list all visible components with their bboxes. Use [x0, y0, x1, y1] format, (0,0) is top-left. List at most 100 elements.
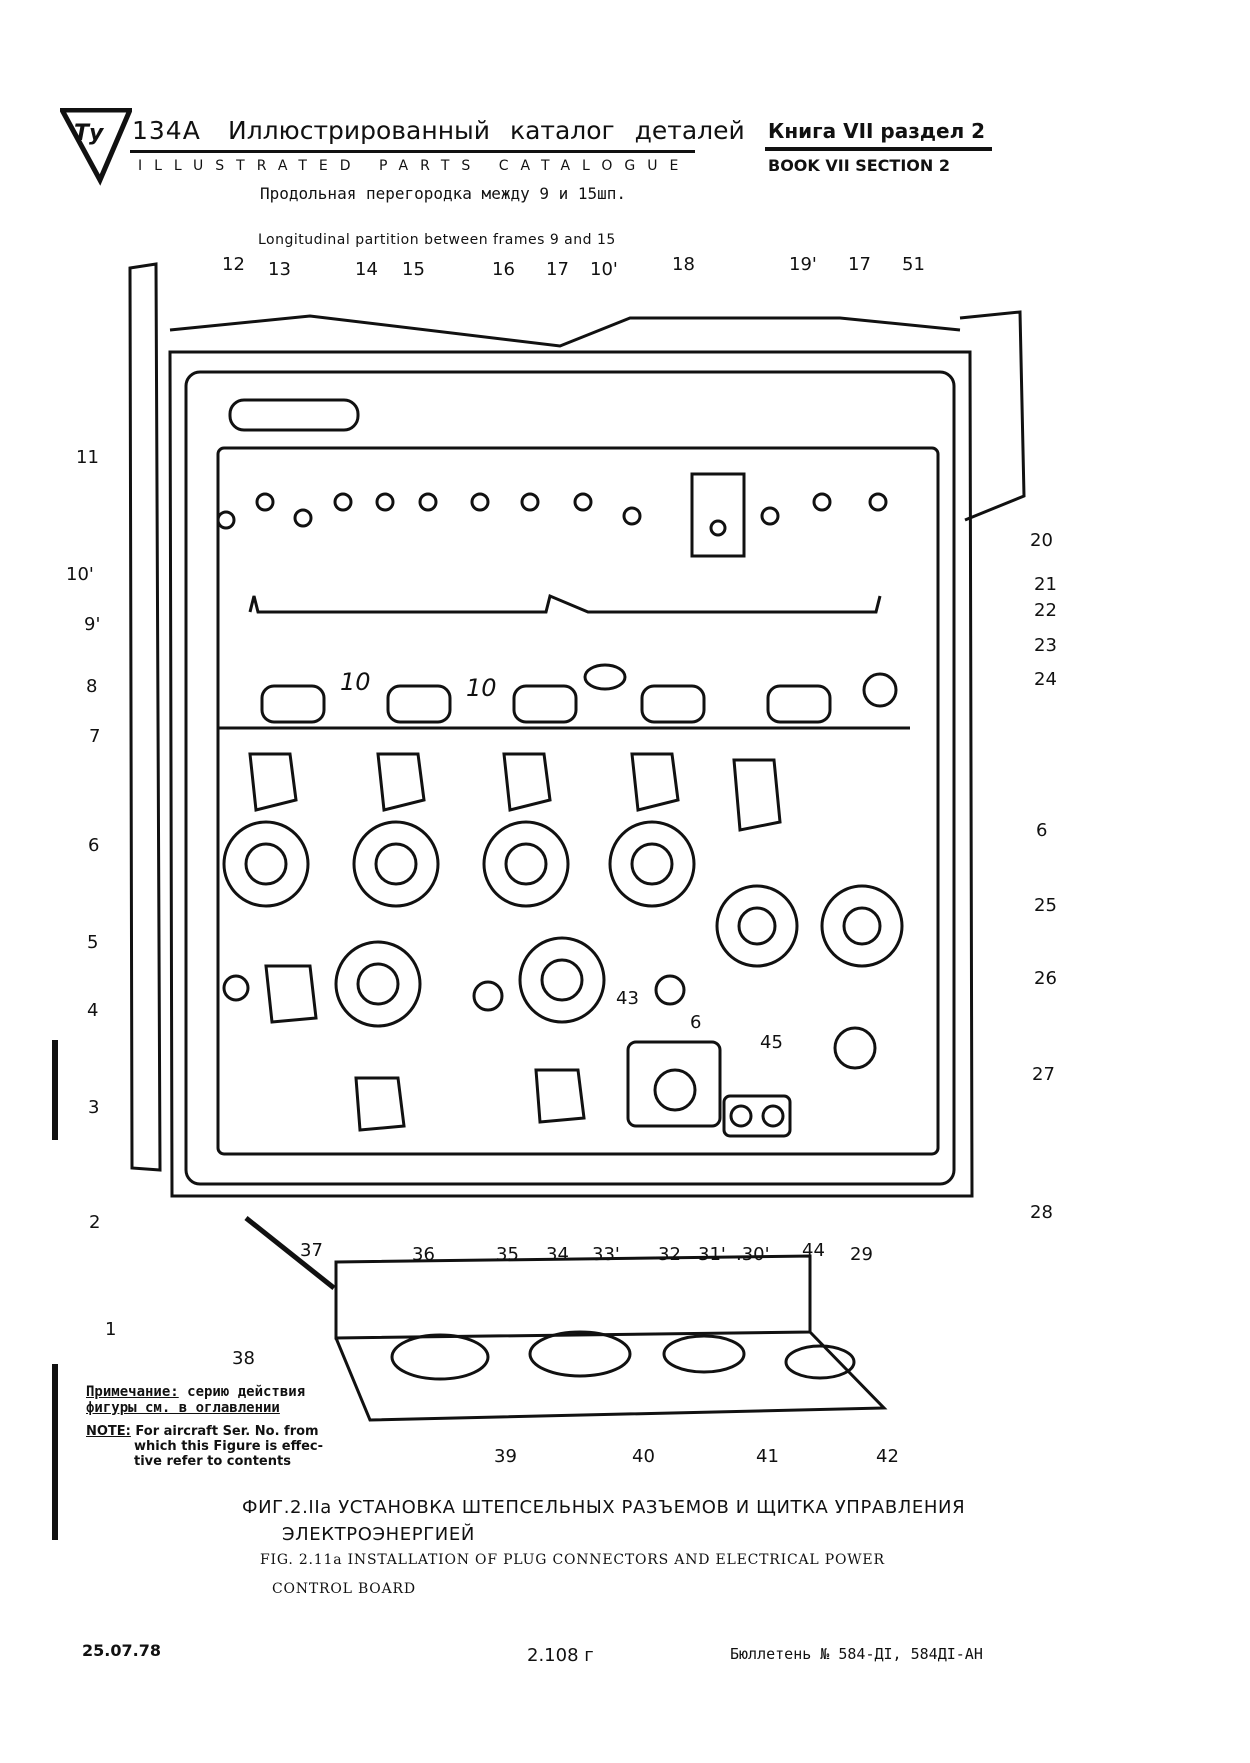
- callout: 27: [1032, 1064, 1055, 1085]
- callout: 21: [1034, 574, 1057, 595]
- callout: 10': [66, 564, 94, 585]
- callout: 6: [88, 835, 99, 856]
- callout: 29: [850, 1244, 873, 1265]
- callout: 23: [1034, 635, 1057, 656]
- callout: 10: [340, 668, 371, 696]
- callout: 6: [690, 1012, 701, 1033]
- book-section-en: BOOK VII SECTION 2: [768, 156, 950, 175]
- book-rule: [765, 147, 992, 151]
- callout: 37: [300, 1240, 323, 1261]
- caption-ru-line1: ФИГ.2.IIа УСТАНОВКА ШТЕПСЕЛЬНЫХ РАЗЪЕМОВ…: [242, 1497, 966, 1518]
- callout: 6: [1036, 820, 1047, 841]
- bulletin-reference: Бюллетень № 584-ДI, 584ДI-АН: [730, 1645, 983, 1663]
- callout: 38: [232, 1348, 255, 1369]
- blank-22: [583, 663, 627, 691]
- callout: 8: [86, 676, 97, 697]
- callout: 32: [658, 1244, 681, 1265]
- note-ru-line1: серию действия: [178, 1384, 306, 1400]
- page-number: 2.108 г: [527, 1645, 594, 1666]
- rotary-switch-box: [626, 1040, 722, 1128]
- panel-frame: [184, 370, 956, 1186]
- revision-date: 25.07.78: [82, 1641, 161, 1660]
- partition-post: [128, 262, 162, 1172]
- callout: 22: [1034, 600, 1057, 621]
- subtitle-en: Longitudinal partition between frames 9 …: [258, 232, 616, 248]
- note-en-line2: which this Figure is effec-: [134, 1439, 324, 1454]
- toggle-switches: [216, 492, 888, 530]
- catalog-title-ru: Иллюстрированный каталог деталей: [228, 116, 745, 145]
- callout: 1: [105, 1319, 116, 1340]
- callout: .30': [736, 1244, 770, 1265]
- panel-outer: [168, 350, 974, 1198]
- callout: 20: [1030, 530, 1053, 551]
- callout: 36: [412, 1244, 435, 1265]
- callout: 33': [592, 1244, 620, 1265]
- callout: 40: [632, 1446, 655, 1467]
- callout: 17: [848, 254, 871, 275]
- callout: 9': [84, 614, 100, 635]
- aircraft-model: 134А: [132, 116, 201, 145]
- subtitle-ru: Продольная перегородка между 9 и 15шп.: [260, 184, 627, 203]
- callout-labels: 12 13 14 15 16 17 10' 18 19' 17 51 11 10…: [66, 254, 1057, 1467]
- cover-tray: [334, 1254, 812, 1340]
- callout: 4: [87, 1000, 98, 1021]
- callout: 28: [1030, 1202, 1053, 1223]
- figure-caption-ru: ФИГ.2.IIа УСТАНОВКА ШТЕПСЕЛЬНЫХ РАЗЪЕМОВ…: [242, 1494, 965, 1548]
- callout: 12: [222, 254, 245, 275]
- callout: 10: [466, 674, 497, 702]
- callout: 10': [590, 259, 618, 280]
- callout: 3: [88, 1097, 99, 1118]
- top-box: [690, 472, 746, 558]
- plug-covers: [390, 1330, 856, 1381]
- note-en-label: NOTE:: [86, 1424, 131, 1439]
- callout: 45: [760, 1032, 783, 1053]
- caption-ru-line2: ЭЛЕКТРОЭНЕРГИЕЙ: [282, 1524, 475, 1545]
- lugs: [260, 684, 832, 724]
- indicator-23: [862, 672, 898, 708]
- callout: 31': [698, 1244, 726, 1265]
- lamp-box: [722, 1094, 792, 1138]
- caption-en-line1: FIG. 2.11a INSTALLATION OF PLUG CONNECTO…: [260, 1552, 885, 1568]
- note-ru-label: Примечание:: [86, 1384, 179, 1400]
- callout: 19': [789, 254, 817, 275]
- note-en-line1: For aircraft Ser. No. from: [130, 1424, 319, 1439]
- callout: 25: [1034, 895, 1057, 916]
- revision-bar: [52, 1364, 58, 1540]
- caption-en-line2: CONTROL BOARD: [272, 1581, 416, 1597]
- note-ru-line2: фигуры см. в оглавлении: [86, 1400, 280, 1416]
- callout: 24: [1034, 669, 1057, 690]
- callout: 17: [546, 259, 569, 280]
- callout: 11: [76, 447, 99, 468]
- panel-top-edge: [169, 314, 961, 348]
- partition-right: [959, 310, 1026, 522]
- callout: 41: [756, 1446, 779, 1467]
- revision-bar: [52, 1040, 58, 1140]
- panel-inner: [216, 446, 940, 1156]
- tupolev-logo: Ту: [60, 108, 132, 186]
- header-rule: [130, 150, 695, 153]
- callout: 34: [546, 1244, 569, 1265]
- callout: 5: [87, 932, 98, 953]
- note-en: NOTE: For aircraft Ser. No. from which t…: [86, 1424, 323, 1469]
- callout: 44: [802, 1240, 825, 1261]
- callout: 18: [672, 254, 695, 275]
- callout: 16: [492, 259, 515, 280]
- callout: 35: [496, 1244, 519, 1265]
- callout: 14: [355, 259, 378, 280]
- callout: 26: [1034, 968, 1057, 989]
- bus-bar: [248, 593, 882, 614]
- callout: 39: [494, 1446, 517, 1467]
- book-section-ru: Книга VII раздел 2: [768, 119, 986, 143]
- note-ru: Примечание: серию действия фигуры см. в …: [86, 1384, 305, 1416]
- catalog-title-en: ILLUSTRATED PARTS CATALOGUE: [138, 158, 691, 174]
- arrow-37: [244, 1216, 336, 1290]
- brackets: [248, 752, 782, 1132]
- note-en-line3: tive refer to contents: [134, 1454, 291, 1469]
- callout: 7: [89, 726, 100, 747]
- callout: 13: [268, 259, 291, 280]
- callout: 2: [89, 1212, 100, 1233]
- logo-text: Ту: [74, 121, 105, 146]
- callout: 43: [616, 988, 639, 1009]
- callout: 51: [902, 254, 925, 275]
